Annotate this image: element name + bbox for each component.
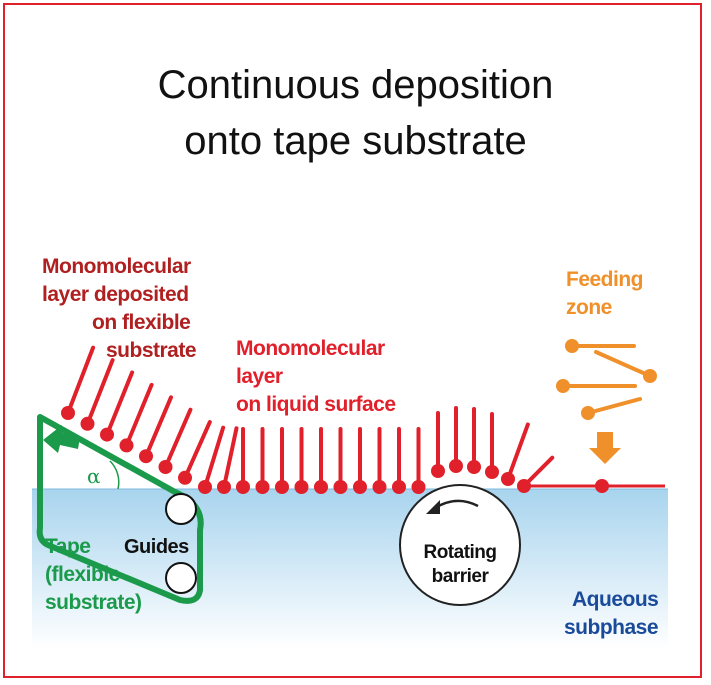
molecule-expanded [595, 479, 609, 493]
molecule-deposited [61, 345, 96, 420]
guides-label: Guides [124, 536, 189, 558]
molecule-right-tilt [501, 422, 530, 486]
aqueous-subphase-label-1: Aqueous [572, 588, 658, 611]
rotating-barrier [399, 484, 521, 606]
molecule-transition [217, 426, 239, 494]
alpha-label: α [87, 464, 100, 488]
title-line-1: Continuous deposition [157, 63, 554, 107]
aqueous-subphase-label-2: subphase [564, 616, 658, 639]
deposited-layer-label-1: Monomolecular [42, 255, 191, 278]
feeding-zone-label-2: zone [566, 296, 612, 319]
feeding-molecule [556, 379, 637, 393]
molecule-barrier [467, 407, 481, 474]
molecule-transition [198, 425, 226, 494]
deposited-layer-label-3: on flexible [92, 311, 190, 334]
feeding-molecule [581, 397, 642, 420]
monomolecular-layer [61, 345, 665, 494]
guide-roller-bottom [165, 562, 197, 594]
molecule-surface [411, 427, 426, 494]
molecule-surface [255, 427, 270, 494]
left-arrow-icon [43, 425, 80, 453]
deposited-layer-label-4: substrate [106, 339, 196, 362]
surface-layer-label-3: on liquid surface [236, 393, 396, 416]
molecule-deposited [80, 358, 115, 431]
down-arrow-icon [589, 432, 621, 464]
tape-label-2: (flexible [45, 563, 120, 586]
aqueous-subphase-area [32, 489, 668, 649]
molecule-barrier [449, 406, 463, 473]
molecule-deposited [178, 420, 212, 485]
rotating-barrier-label-1: Rotating [423, 542, 496, 563]
surface-layer-label-2: layer [236, 365, 283, 388]
molecule-barrier [431, 411, 445, 478]
feeding-molecule [565, 339, 636, 353]
tape-label-1: Tape [45, 535, 90, 558]
deposited-layer-label-2: layer deposited [42, 283, 189, 306]
molecule-deposited [139, 395, 174, 464]
molecule-barrier [485, 412, 499, 479]
molecule-deposited [100, 370, 135, 442]
molecule-surface [294, 427, 309, 494]
tape-label-3: substrate) [45, 591, 142, 614]
molecule-surface [353, 427, 367, 494]
rotating-barrier-label-2: barrier [432, 566, 490, 587]
surface-layer-label-1: Monomolecular [236, 337, 385, 360]
molecule-surface [372, 427, 387, 494]
molecule-surface [275, 427, 289, 494]
molecule-right-tilt [517, 455, 555, 493]
feeding-zone-label-1: Feeding [566, 268, 643, 291]
molecule-surface [314, 427, 328, 494]
alpha-angle-arc [109, 460, 120, 490]
molecule-deposited [158, 407, 193, 474]
molecule-deposited [119, 382, 154, 453]
guide-roller-top [165, 493, 197, 525]
feeding-zone-molecules [556, 339, 657, 420]
rotation-arrow-head [426, 500, 440, 514]
molecule-surface [392, 427, 406, 494]
figure-frame [3, 3, 702, 678]
molecule-surface [333, 427, 348, 494]
title-line-2: onto tape substrate [184, 119, 527, 163]
molecule-surface [236, 427, 250, 494]
feeding-molecule [594, 350, 657, 383]
